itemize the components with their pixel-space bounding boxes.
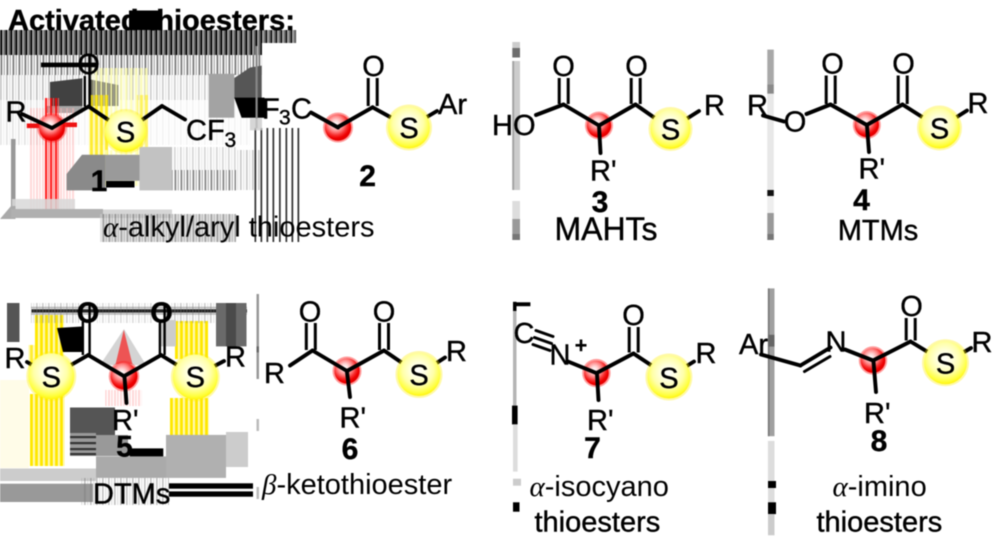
svg-text:R: R: [747, 90, 768, 122]
svg-text:C: C: [514, 318, 535, 350]
svg-text:O: O: [362, 51, 385, 83]
svg-text:3: 3: [225, 129, 237, 152]
svg-text:Ar: Ar: [739, 329, 768, 361]
svg-text:N: N: [826, 327, 847, 359]
svg-text:R': R': [864, 398, 890, 430]
svg-text:MAHTs: MAHTs: [554, 211, 657, 247]
svg-text:O: O: [150, 298, 173, 330]
svg-text:α-imino: α-imino: [833, 471, 927, 503]
svg-text:S: S: [661, 115, 680, 147]
svg-text:S: S: [930, 114, 949, 146]
svg-text:R': R': [340, 403, 366, 435]
svg-text:S: S: [936, 349, 955, 381]
svg-text:O: O: [900, 291, 923, 323]
svg-text:R: R: [972, 327, 993, 359]
svg-text:1: 1: [91, 165, 108, 198]
svg-text:O: O: [784, 107, 807, 139]
svg-text:F: F: [262, 94, 280, 126]
svg-text:R': R': [112, 405, 138, 437]
svg-text:O: O: [373, 297, 396, 329]
svg-text:N: N: [550, 340, 571, 372]
svg-text:8: 8: [871, 425, 888, 458]
svg-text:S: S: [399, 113, 418, 145]
svg-text:CF: CF: [186, 115, 225, 147]
svg-text:R: R: [5, 343, 26, 375]
svg-text:S: S: [42, 362, 61, 394]
svg-text:R: R: [968, 88, 989, 120]
svg-text:S: S: [186, 362, 205, 394]
svg-text:3: 3: [592, 186, 609, 219]
svg-text:R: R: [446, 336, 467, 368]
svg-text:S: S: [409, 360, 428, 392]
svg-text:R: R: [264, 358, 285, 390]
svg-text:MTMs: MTMs: [838, 215, 919, 247]
svg-text:O: O: [77, 298, 100, 330]
svg-text:R': R': [587, 405, 613, 437]
svg-text:O: O: [892, 49, 915, 81]
svg-text:2: 2: [359, 160, 376, 193]
svg-text:R: R: [6, 97, 27, 129]
svg-text:HO: HO: [492, 110, 536, 142]
svg-text:6: 6: [342, 433, 359, 466]
svg-text:O: O: [625, 51, 648, 83]
svg-text:α-isocyano: α-isocyano: [530, 471, 669, 503]
svg-text:Ar: Ar: [438, 89, 467, 121]
svg-text:S: S: [659, 363, 678, 395]
svg-text:5: 5: [116, 431, 133, 464]
svg-text:DTMs: DTMs: [93, 479, 170, 511]
svg-text:β-ketothioester: β-ketothioester: [261, 469, 452, 501]
svg-text:S: S: [116, 117, 135, 149]
svg-text:R: R: [225, 342, 246, 374]
svg-text:R: R: [696, 338, 717, 370]
svg-text:R': R': [590, 156, 616, 188]
svg-text:7: 7: [584, 432, 601, 465]
svg-text:C: C: [291, 94, 312, 126]
svg-text:4: 4: [853, 184, 870, 217]
svg-text:R': R': [859, 154, 885, 186]
svg-text:O: O: [299, 297, 322, 329]
svg-text:O: O: [821, 49, 844, 81]
svg-text:3: 3: [279, 107, 291, 130]
svg-text:R: R: [704, 90, 725, 122]
svg-text:thioesters: thioesters: [535, 507, 661, 539]
svg-text:O: O: [552, 51, 575, 83]
svg-text:O: O: [77, 49, 100, 81]
svg-text:O: O: [622, 300, 645, 332]
svg-text:thioesters: thioesters: [817, 507, 943, 539]
